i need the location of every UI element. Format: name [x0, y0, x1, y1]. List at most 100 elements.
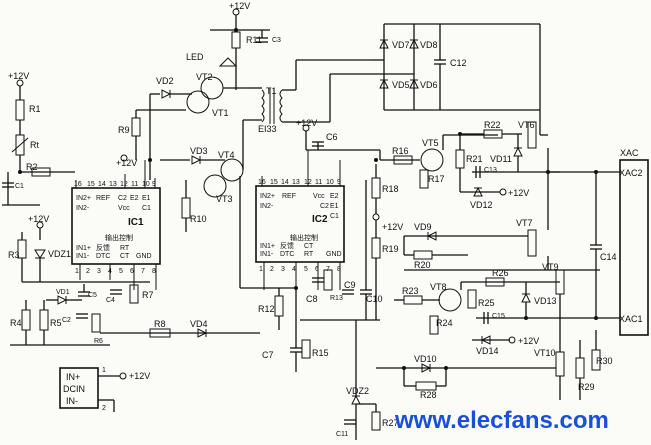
driver-vt1-vt2: VD2 VT1 VT2 R9 — [118, 72, 250, 180]
supply-left-label: +12V — [8, 71, 29, 81]
vd14-label: VD14 — [476, 346, 499, 356]
diode-vd3 — [191, 155, 202, 165]
resistor-r20 — [413, 250, 433, 260]
ic2-pin-in1p: IN1+ — [260, 243, 275, 250]
vd13-label: VD13 — [534, 296, 557, 306]
transistor-vt3 — [203, 174, 227, 198]
ic1-pin-in2p: IN2+ — [76, 195, 91, 202]
power-in-plus: IN+ — [66, 372, 80, 382]
svg-text:1: 1 — [75, 268, 79, 275]
r9-label: R9 — [118, 125, 130, 135]
svg-text:6: 6 — [130, 268, 134, 275]
diode-vd6 — [409, 78, 419, 89]
r29-label: R29 — [578, 382, 595, 392]
r19-label: R19 — [382, 244, 399, 254]
vt7-label: VT7 — [516, 218, 533, 228]
diode-vd10 — [421, 363, 432, 373]
ic1-pin-in1n: IN1- — [76, 253, 90, 260]
ic1-pin-in1p: IN1+ — [76, 245, 91, 252]
svg-text:3: 3 — [97, 268, 101, 275]
svg-text:14: 14 — [281, 179, 289, 186]
svg-text:2: 2 — [270, 266, 274, 273]
r16-label: R16 — [392, 146, 409, 156]
diode-vd13 — [521, 292, 531, 303]
svg-text:15: 15 — [87, 181, 95, 188]
ic2-pin-rt: RT — [304, 251, 314, 258]
c9-label: C9 — [344, 280, 356, 290]
svg-text:13: 13 — [109, 181, 117, 188]
resistor-r6 — [91, 313, 101, 333]
vd5-label: VD5 — [392, 80, 410, 90]
output-hbridge-lower: R23 VT8 R24 R26 R25 VD13 C15 VD14 +12V V… — [394, 262, 613, 400]
led-label: LED — [186, 52, 204, 62]
r27-label: R27 — [382, 418, 399, 428]
led-diode — [218, 57, 238, 67]
vd12-label: VD12 — [470, 200, 493, 210]
c14-label: C14 — [600, 252, 617, 262]
vd7-label: VD7 — [392, 40, 410, 50]
power-in-minus: IN- — [66, 396, 78, 406]
vt4-label: VT4 — [218, 150, 235, 160]
resistor-r18 — [371, 177, 381, 199]
bridge-rectifier: VD7 VD8 VD5 VD6 C12 — [370, 23, 541, 135]
vd9-label: VD9 — [414, 222, 432, 232]
r24-label: R24 — [436, 318, 453, 328]
r8-label: R8 — [154, 319, 166, 329]
diode-vd8 — [409, 38, 419, 49]
r3-label: R3 — [8, 250, 20, 260]
xac2-label: XAC2 — [619, 168, 643, 178]
diode-vd4 — [197, 328, 208, 338]
svg-text:10: 10 — [142, 181, 150, 188]
r13-label: R13 — [330, 295, 343, 302]
resistor-r22 — [483, 129, 503, 139]
transistor-vt7 — [527, 229, 537, 257]
vdz1-label: VDZ1 — [48, 249, 71, 259]
svg-text:6: 6 — [315, 266, 319, 273]
ic1-title: 输出控制 — [105, 233, 133, 242]
supply-fb-label: +12V — [382, 222, 403, 232]
resistor-r23 — [403, 295, 423, 305]
r22-label: R22 — [484, 120, 501, 130]
ic2-title: 输出控制 — [290, 233, 318, 242]
svg-text:7: 7 — [141, 268, 145, 275]
svg-text:11: 11 — [131, 181, 138, 188]
resistor-r21 — [455, 149, 465, 169]
t1-secondary-coil — [279, 89, 283, 123]
svg-text:13: 13 — [292, 179, 300, 186]
ic2-body — [255, 185, 345, 263]
ic1-pin-in2n: IN2- — [76, 205, 90, 212]
transistor-vt10 — [555, 351, 565, 377]
output-connector — [619, 159, 649, 336]
supply-vt-label: +12V — [116, 158, 137, 168]
vt9-label: VT9 — [542, 262, 559, 272]
r2-label: R2 — [26, 162, 38, 172]
ic1-pin-dtc: DTC — [96, 253, 110, 260]
resistor-r29 — [575, 357, 585, 379]
t1-label: T1 — [266, 86, 277, 96]
ic1-pin-rt: RT — [120, 245, 130, 252]
output-hbridge-upper: R22 R21 VD11 C13 VD12 +12V VT6 VT7 — [404, 120, 620, 271]
svg-text:1: 1 — [259, 266, 263, 273]
vd11-label: VD11 — [490, 154, 512, 164]
xac-label: XAC — [620, 148, 639, 158]
ic1-pin-e2: E2 — [130, 195, 139, 202]
ic2-pin-e2: E2 — [330, 193, 339, 200]
transistor-vt6 — [527, 121, 537, 149]
c2-label: C2 — [62, 317, 71, 324]
r21-label: R21 — [466, 154, 483, 164]
resistor-r11-ic2 — [323, 269, 333, 291]
ic1-pin-e1: E1 — [142, 195, 151, 202]
feedback-vt5-section: R16 VT5 R17 R18 +12V R19 VD9 R20 — [371, 134, 498, 320]
resistor-r5 — [39, 309, 49, 331]
r11-label: R11 — [246, 35, 262, 45]
resistor-r2 — [31, 167, 51, 177]
vd2-label: VD2 — [156, 76, 174, 86]
r12-label: R12 — [258, 304, 275, 314]
power-connector-box — [59, 367, 99, 409]
resistor-r12 — [274, 295, 284, 317]
diode-vd11 — [513, 146, 523, 157]
c13-label: C13 — [484, 167, 497, 174]
zener-vdz1 — [34, 249, 46, 259]
svg-text:5: 5 — [304, 266, 308, 273]
